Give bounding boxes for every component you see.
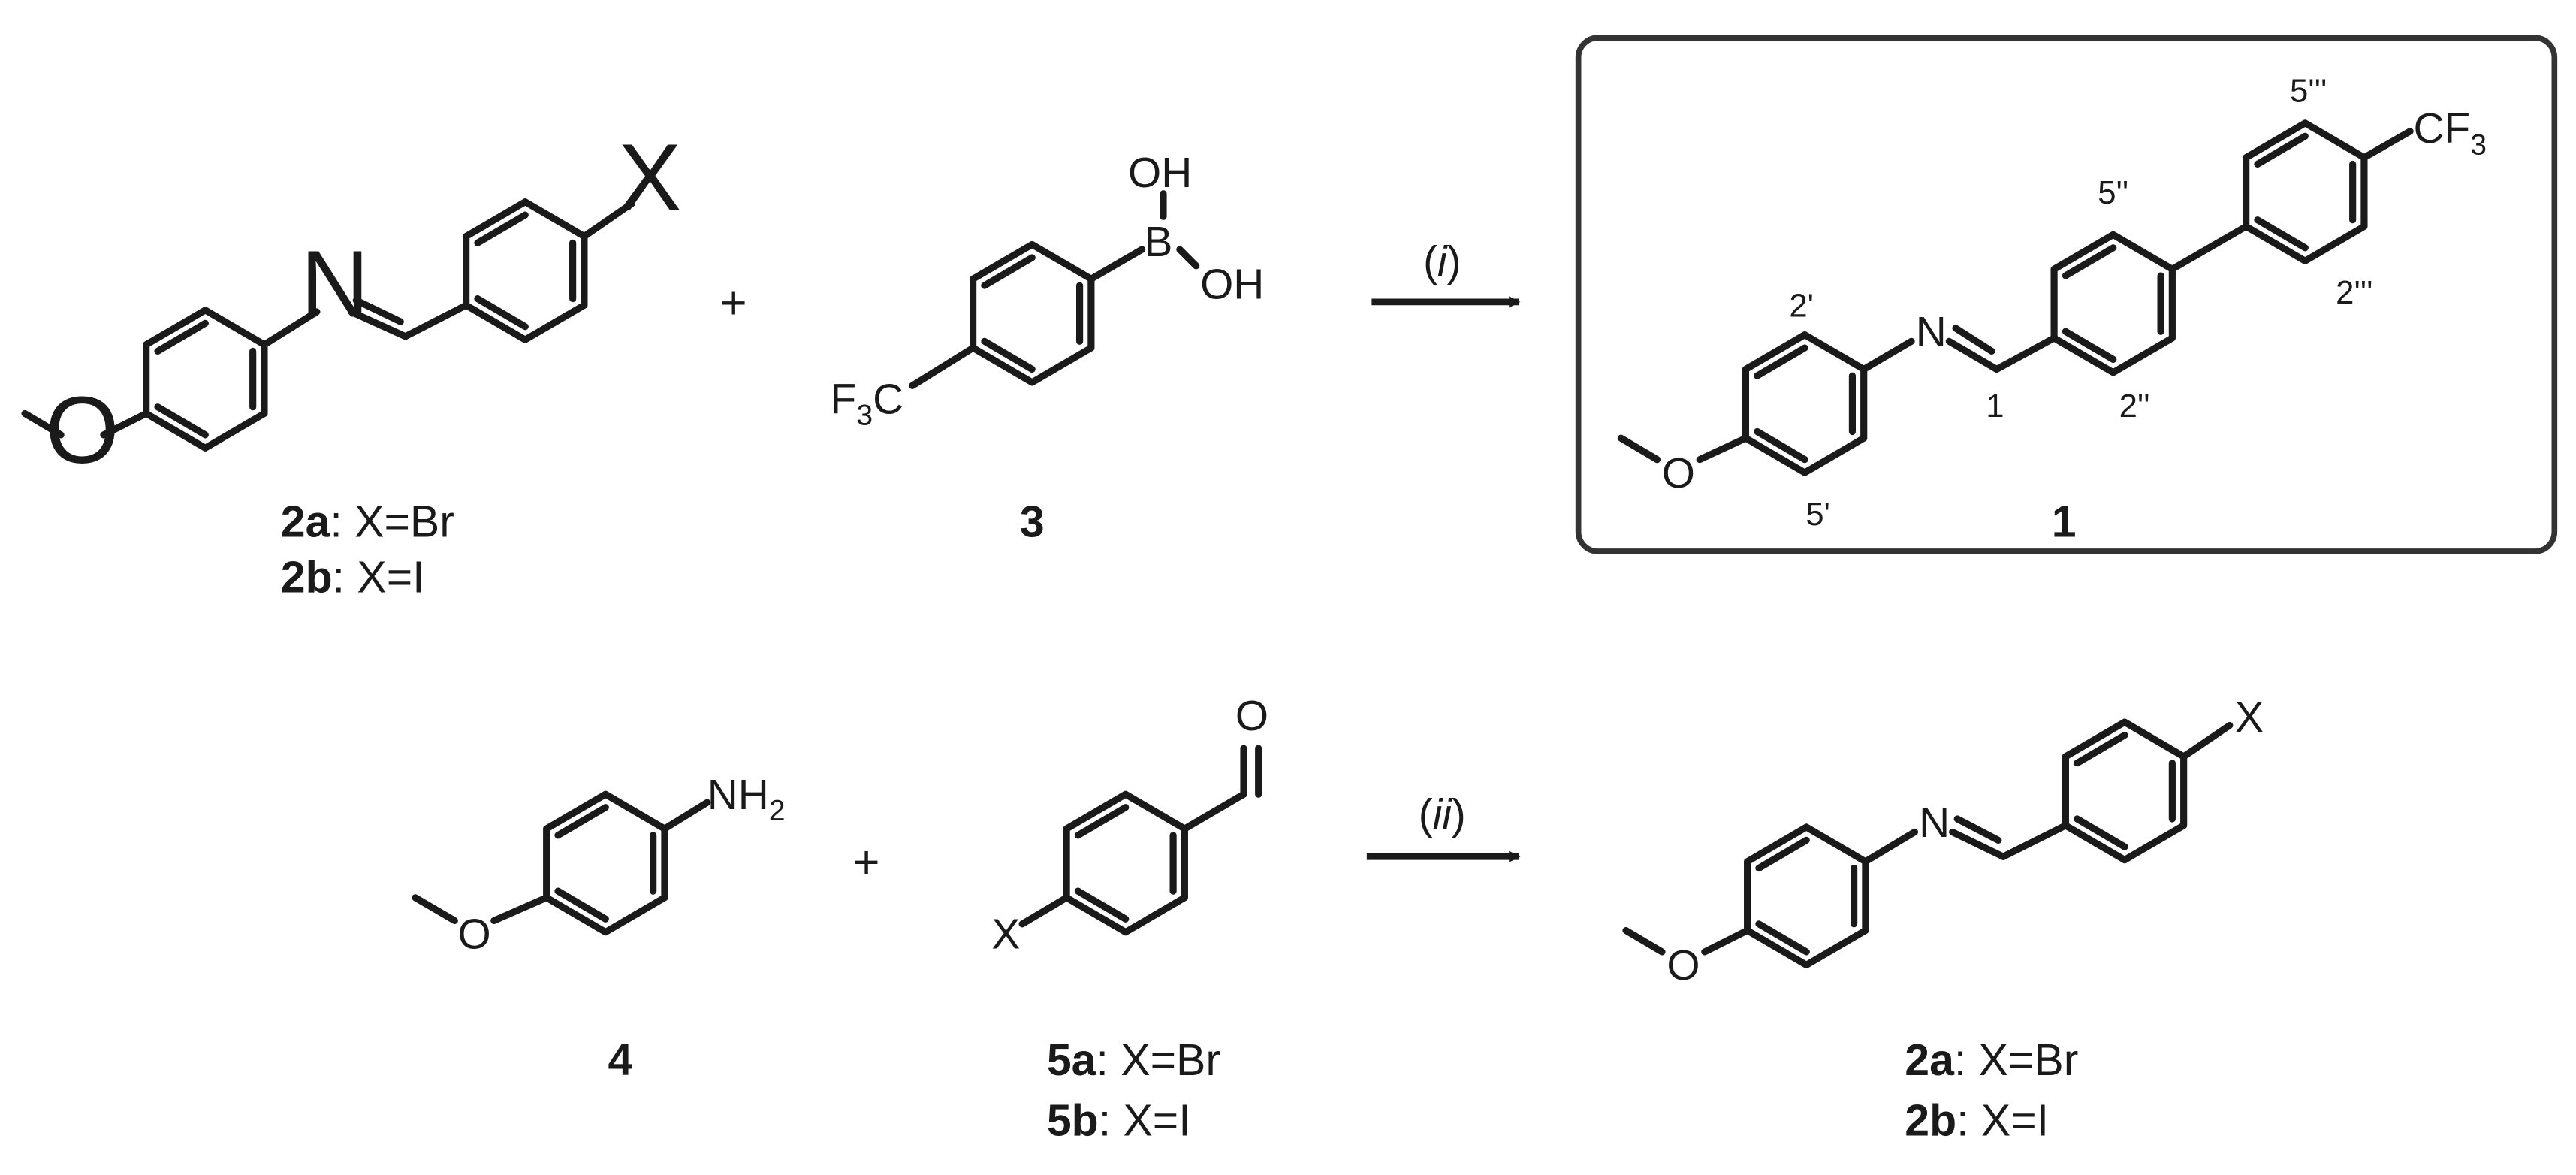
plus-sign-1: + [720,277,747,328]
nitrogen-atom-2p: N [1919,799,1950,847]
condition-label-i: (i) [1423,238,1461,285]
compound-id-2a-product: 2a [1905,1036,1955,1085]
nitrogen-atom: N [300,231,370,337]
svg-text:2b: X=I: 2b: X=I [281,554,425,603]
position-5triple-prime: 5''' [2290,72,2327,109]
boron-atom: B [1144,219,1172,266]
compound-5-aldehyde: X O [991,693,1268,959]
compound-2-product: O N X [1622,694,2264,989]
compound-id-5a: 5a [1047,1036,1097,1085]
svg-text:2b: X=I: 2b: X=I [1905,1097,2049,1146]
oxygen-atom-2p: O [1667,942,1700,989]
halogen-atom-5: X [991,911,1020,959]
compound-id-2b: 2b [281,554,333,603]
halogen-atom-2p: X [2235,694,2264,742]
compound-id-2b-product: 2b [1905,1097,1956,1146]
hydroxyl-top: OH [1128,150,1192,197]
product-1-box [1575,35,2558,554]
compound-2b-product-text: : X=I [1956,1097,2049,1146]
svg-text:2a: X=Br: 2a: X=Br [281,497,454,546]
position-5double-prime: 5'' [2098,174,2128,211]
compound-5b-text: : X=I [1099,1097,1191,1146]
compound-5a-text: : X=Br [1096,1036,1220,1085]
compound-1-product: O N CF3 2' 5' 1 2'' 5'' 2''' 5''' [1617,72,2487,533]
oxygen-atom: O [45,376,119,483]
compound-2a-text: : X=Br [330,497,454,546]
plus-sign-2: + [853,837,880,888]
svg-text:5a: X=Br: 5a: X=Br [1047,1036,1220,1085]
compound-2a-product-text: : X=Br [1954,1036,2079,1085]
compound-id-4: 4 [608,1036,633,1085]
position-2double-prime: 2'' [2119,388,2150,424]
compound-2-reactant: O N X [21,124,682,483]
compound-3-boronic-acid: F3C B OH OH [831,150,1265,432]
nitrogen-atom-1: N [1916,309,1947,356]
oxygen-atom-1: O [1662,450,1695,497]
compound-id-5b: 5b [1047,1097,1099,1146]
amine-group: NH2 [707,772,786,827]
compound-id-3: 3 [1020,497,1045,546]
position-2triple-prime: 2''' [2336,274,2372,311]
compound-id-2a: 2a [281,497,331,546]
compound-2b-text: : X=I [333,554,425,603]
cf3-group: CF3 [2413,105,2487,161]
compound-id-1: 1 [2052,497,2077,546]
svg-text:5b: X=I: 5b: X=I [1047,1097,1191,1146]
compound-4-anisidine: O NH2 [412,772,786,959]
position-2prime: 2' [1789,288,1814,325]
compound-2-label: 2a: X=Br 2b: X=I [281,497,454,602]
oxygen-atom-4: O [457,911,490,959]
carbonyl-oxygen: O [1235,693,1268,740]
condition-label-ii: (ii) [1419,791,1466,838]
svg-text:2a: X=Br: 2a: X=Br [1905,1036,2078,1085]
halogen-atom: X [618,124,682,231]
position-1: 1 [1986,388,2004,424]
compound-5-label: 5a: X=Br 5b: X=I [1047,1036,1220,1146]
hydroxyl-right: OH [1200,261,1264,309]
compound-2-product-label: 2a: X=Br 2b: X=I [1905,1036,2078,1146]
position-5prime: 5' [1805,496,1830,533]
f3c-group: F3C [831,376,904,431]
